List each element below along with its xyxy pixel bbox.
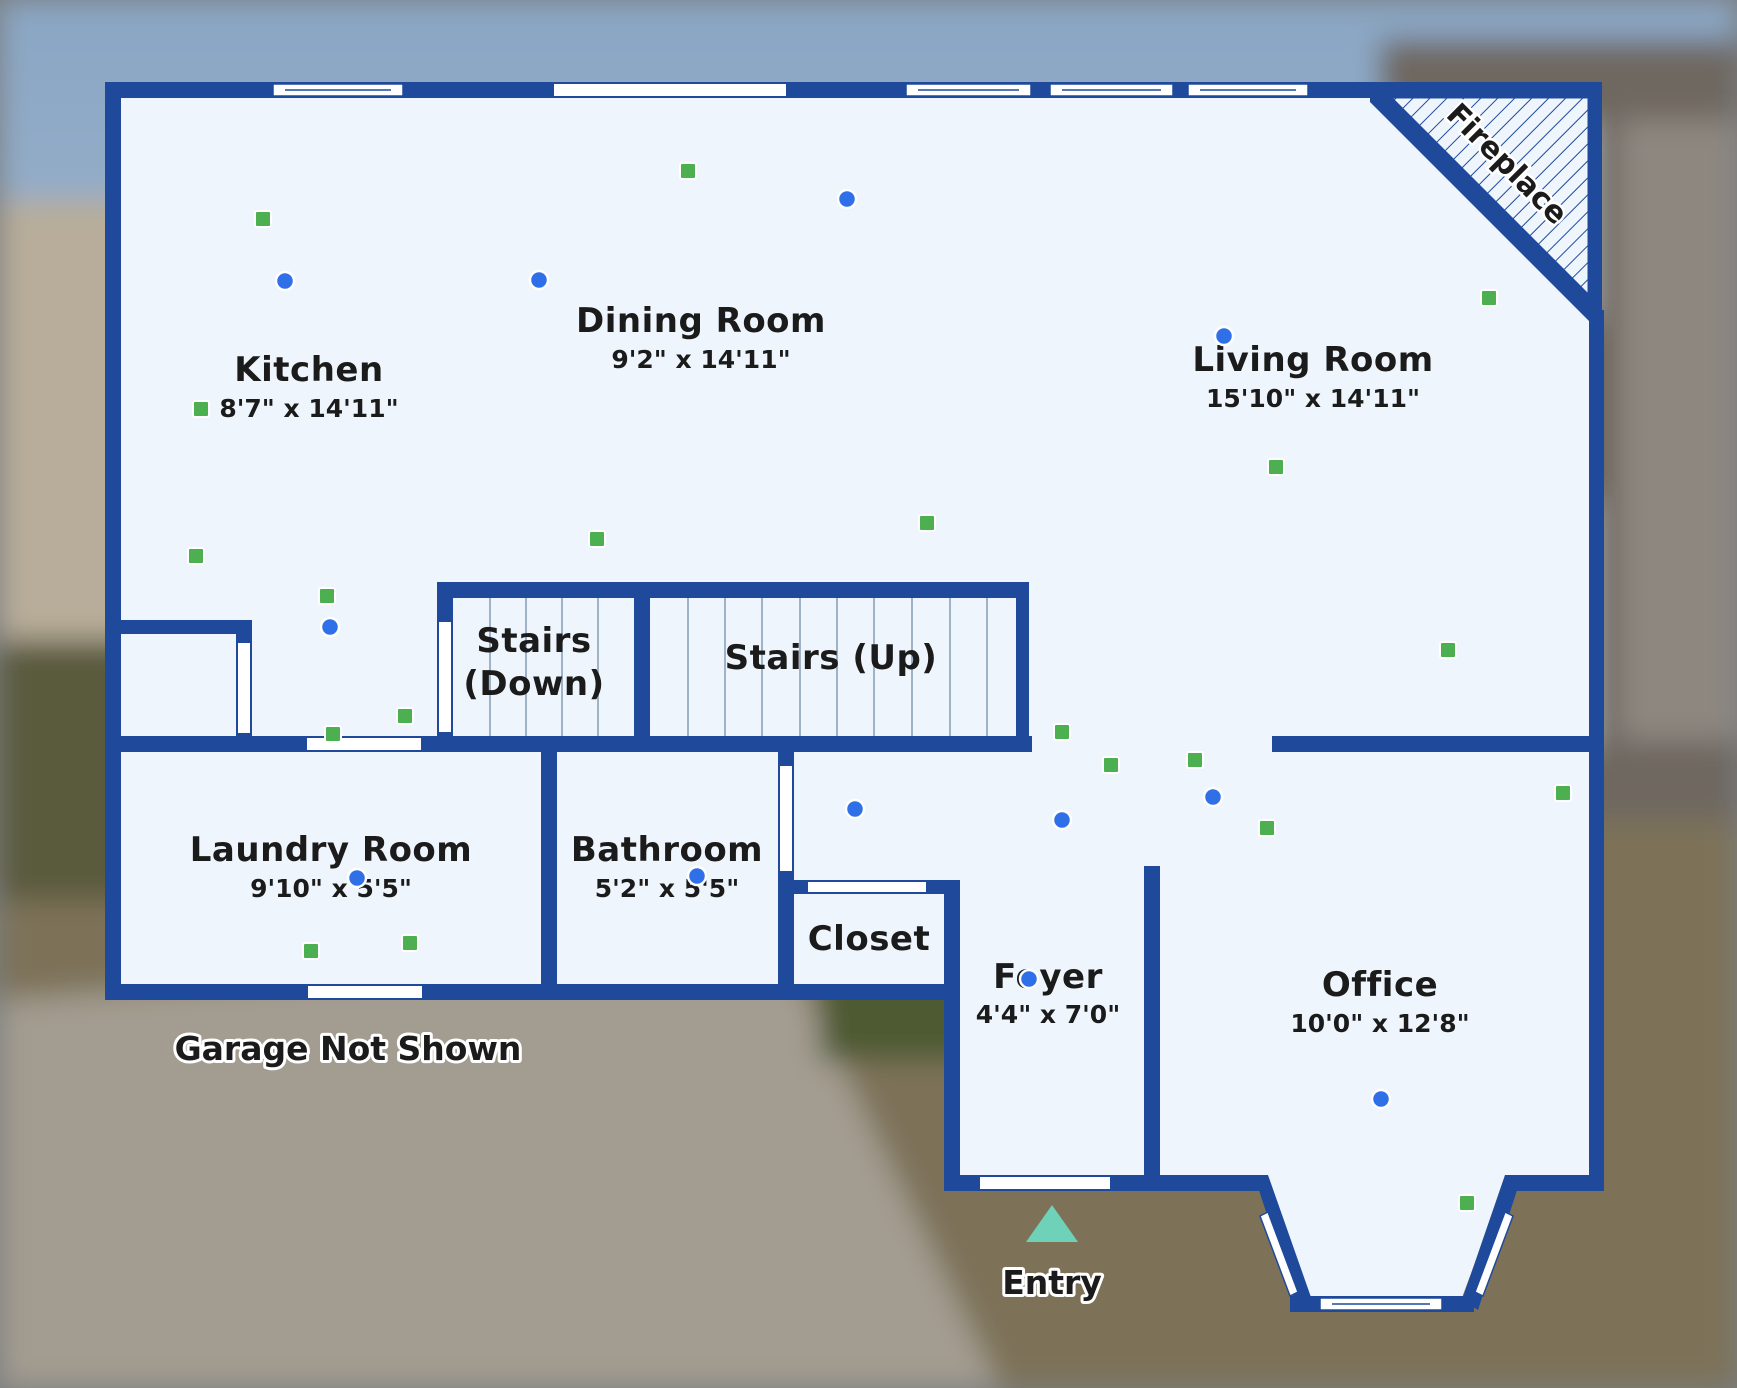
wall-bay-left <box>1254 1175 1312 1310</box>
window-bay-left <box>1259 1210 1299 1298</box>
main-floor <box>112 97 1589 743</box>
room-dims-bathroom: 5'2" x 5'5" <box>595 874 739 903</box>
square-marker-icon[interactable] <box>192 400 210 418</box>
room-dims-office: 10'0" x 12'8" <box>1290 1009 1469 1038</box>
square-marker-icon[interactable] <box>396 707 414 725</box>
stairs-treads <box>489 598 988 736</box>
room-name-stairs-down-1: Stairs <box>476 621 591 661</box>
square-marker-icon[interactable] <box>1258 819 1276 837</box>
windows <box>238 83 1514 1311</box>
wall-foyer-left <box>944 880 960 1190</box>
square-marker-icon[interactable] <box>187 547 205 565</box>
square-marker-icon[interactable] <box>1186 751 1204 769</box>
circle-marker-icon[interactable] <box>274 270 296 292</box>
room-dims-dining: 9'2" x 14'11" <box>611 345 790 374</box>
triangle-entry-icon[interactable] <box>1026 1205 1078 1242</box>
circle-marker-icon[interactable] <box>1018 968 1040 990</box>
room-dims-foyer: 4'4" x 7'0" <box>976 1000 1120 1029</box>
room-dims-laundry: 9'10" x 5'5" <box>250 874 412 903</box>
entry-label: Entry <box>1002 1263 1102 1302</box>
wall-office-bottom-right <box>1505 1175 1604 1191</box>
circle-marker-icon[interactable] <box>528 269 550 291</box>
window-bay-right <box>1474 1210 1514 1298</box>
circle-marker-icon[interactable] <box>319 616 341 638</box>
square-marker-icon[interactable] <box>302 942 320 960</box>
room-dims-kitchen: 8'7" x 14'11" <box>219 394 398 423</box>
window-foyer-door <box>980 1177 1110 1189</box>
square-marker-icon[interactable] <box>401 934 419 952</box>
square-marker-icon[interactable] <box>254 210 272 228</box>
blue-markers <box>274 188 1392 1110</box>
opening-bath-closet <box>780 766 792 871</box>
circle-marker-icon[interactable] <box>1213 325 1235 347</box>
room-name-stairs-down-2: (Down) <box>463 664 604 704</box>
room-name-office: Office <box>1322 965 1438 1005</box>
room-name-living: Living Room <box>1192 340 1433 380</box>
green-markers <box>187 162 1572 1212</box>
circle-marker-icon[interactable] <box>1202 786 1224 808</box>
square-marker-icon[interactable] <box>679 162 697 180</box>
room-name-bathroom: Bathroom <box>571 830 763 870</box>
wall-stairs-right <box>1016 582 1029 752</box>
wall-stairs-top <box>437 582 1029 598</box>
room-name-closet: Closet <box>808 919 931 959</box>
wall-right-upper <box>1589 82 1602 322</box>
square-marker-icon[interactable] <box>1439 641 1457 659</box>
foyer-office-floor <box>953 880 1589 1303</box>
wall-stairs-mid <box>634 582 650 752</box>
wall-left <box>105 82 121 1000</box>
square-marker-icon[interactable] <box>1458 1194 1476 1212</box>
square-marker-icon[interactable] <box>1053 723 1071 741</box>
square-marker-icon[interactable] <box>918 514 936 532</box>
circle-marker-icon[interactable] <box>836 188 858 210</box>
wall-divider-left <box>112 736 1032 752</box>
opening-pantry <box>238 643 250 733</box>
wall-fireplace-diagonal <box>1370 90 1602 322</box>
room-name-stairs-up: Stairs (Up) <box>725 638 938 678</box>
square-marker-icon[interactable] <box>324 725 342 743</box>
room-name-foyer: Foyer <box>993 957 1103 997</box>
circle-marker-icon[interactable] <box>686 865 708 887</box>
opening-dining-top <box>554 84 786 96</box>
room-name-kitchen: Kitchen <box>234 350 383 390</box>
square-marker-icon[interactable] <box>1554 784 1572 802</box>
circle-marker-icon[interactable] <box>1051 809 1073 831</box>
wall-foyer-office <box>1144 866 1160 1186</box>
circle-marker-icon[interactable] <box>1370 1088 1392 1110</box>
wall-bay-right <box>1462 1175 1522 1310</box>
square-marker-icon[interactable] <box>318 587 336 605</box>
room-name-laundry: Laundry Room <box>190 830 472 870</box>
square-marker-icon[interactable] <box>588 530 606 548</box>
square-marker-icon[interactable] <box>1480 289 1498 307</box>
opening-stairs-left <box>439 622 451 732</box>
wall-divider-right <box>1272 736 1602 752</box>
wall-bottom-left <box>105 984 955 1000</box>
circle-marker-icon[interactable] <box>346 867 368 889</box>
opening-closet-top <box>808 882 926 892</box>
circle-marker-icon[interactable] <box>844 798 866 820</box>
room-labels: Kitchen 8'7" x 14'11" Dining Room 9'2" x… <box>190 301 1470 1038</box>
wall-pantry-top <box>112 620 252 634</box>
room-name-dining: Dining Room <box>576 301 826 341</box>
square-marker-icon[interactable] <box>1267 458 1285 476</box>
floor-fills <box>112 97 1589 1303</box>
wall-laundry-bath <box>541 743 557 1000</box>
garage-note: Garage Not Shown <box>175 1029 522 1068</box>
room-dims-living: 15'10" x 14'11" <box>1206 384 1420 413</box>
opening-laundry-bottom <box>308 986 422 998</box>
square-marker-icon[interactable] <box>1102 756 1120 774</box>
